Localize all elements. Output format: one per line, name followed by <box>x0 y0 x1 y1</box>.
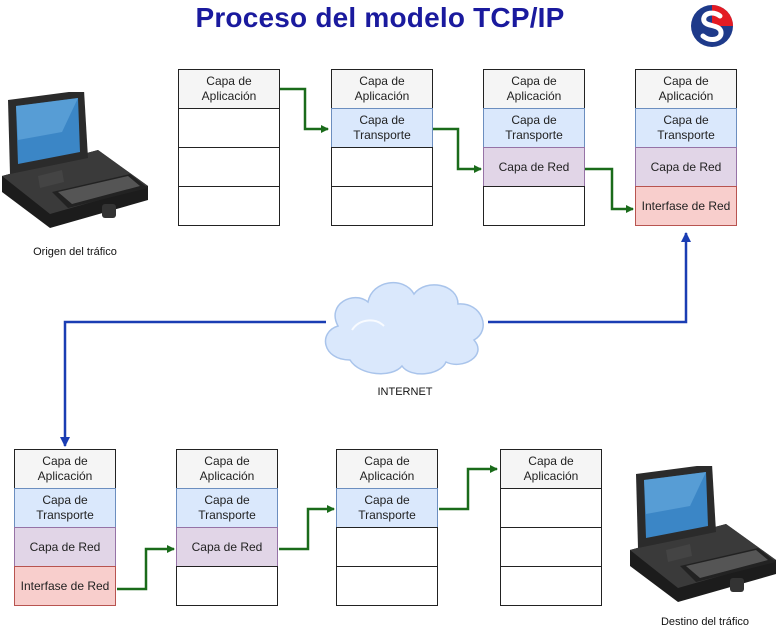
brand-logo <box>691 5 733 47</box>
layer-label-line1: Capa de <box>528 454 574 468</box>
destination-label: Destino del tráfico <box>660 616 750 628</box>
layer-empty <box>500 488 602 528</box>
layer-empty <box>178 186 280 226</box>
layer-network: Capa de Red <box>176 527 278 567</box>
layer-label: Capa de Red <box>191 539 263 554</box>
layer-network-interface: Interfase de Red <box>14 566 116 606</box>
layer-empty <box>336 527 438 567</box>
layer-network: Capa de Red <box>635 147 737 187</box>
layer-label-line1: Capa de <box>204 454 250 468</box>
layer-label-line2: Transporte <box>36 508 94 522</box>
layer-network-interface: Interfase de Red <box>635 186 737 226</box>
arrow-internet-downlink <box>60 320 326 447</box>
destination-computer-icon <box>630 466 776 602</box>
layer-label: Capa de Red <box>498 159 570 174</box>
layer-network: Capa de Red <box>483 147 585 187</box>
arrow-internet-uplink <box>488 232 691 324</box>
logo-s-mark <box>700 10 724 42</box>
arrow-transport-to-network <box>433 127 482 173</box>
layer-label-line2: Aplicación <box>506 89 562 103</box>
origin-computer-icon <box>2 92 148 228</box>
layer-empty <box>178 108 280 148</box>
layer-empty <box>336 566 438 606</box>
layer-empty <box>500 527 602 567</box>
layer-empty <box>178 147 280 187</box>
layer-network: Capa de Red <box>14 527 116 567</box>
layer-empty <box>176 566 278 606</box>
layer-label-line2: Transporte <box>505 128 563 142</box>
layer-label-line2: Aplicación <box>359 469 415 483</box>
logo-circle-red-quadrant <box>712 5 733 26</box>
layer-label-line2: Aplicación <box>201 89 257 103</box>
internet-label: INTERNET <box>377 386 433 398</box>
diagram-title: Proceso del modelo TCP/IP <box>195 2 565 33</box>
layer-label-line1: Capa de <box>511 113 557 127</box>
layer-label-line2: Transporte <box>353 128 411 142</box>
layer-label-line1: Capa de <box>206 74 252 88</box>
arrow-app-to-transport <box>280 87 329 133</box>
layer-label-line2: Aplicación <box>354 89 410 103</box>
layer-label: Interfase de Red <box>641 198 731 213</box>
layer-label-line2: Aplicación <box>658 89 714 103</box>
arrow-network-to-link <box>585 167 634 213</box>
layer-empty <box>483 186 585 226</box>
layer-label-line2: Transporte <box>657 128 715 142</box>
arrow-transport-to-app <box>439 465 498 511</box>
layer-label-line2: Aplicación <box>37 469 93 483</box>
layer-empty <box>331 147 433 187</box>
layer-label-line1: Capa de <box>359 113 405 127</box>
layer-label-line2: Transporte <box>198 508 256 522</box>
layer-label-line1: Capa de <box>663 74 709 88</box>
layer-label-line1: Capa de <box>42 454 88 468</box>
internet-cloud-icon <box>324 281 484 375</box>
layer-label-line2: Aplicación <box>523 469 579 483</box>
layer-label: Interfase de Red <box>20 578 110 593</box>
arrow-network-to-transport <box>279 505 335 551</box>
layer-label-line1: Capa de <box>204 493 250 507</box>
layer-label-line1: Capa de <box>364 454 410 468</box>
layer-label: Capa de Red <box>650 159 722 174</box>
layer-label-line1: Capa de <box>42 493 88 507</box>
layer-label-line1: Capa de <box>663 113 709 127</box>
arrow-link-to-network <box>117 545 175 591</box>
layer-label: Capa de Red <box>29 539 101 554</box>
layer-label-line1: Capa de <box>359 74 405 88</box>
layer-label-line1: Capa de <box>511 74 557 88</box>
layer-empty <box>331 186 433 226</box>
layer-label-line2: Transporte <box>358 508 416 522</box>
layer-label-line1: Capa de <box>364 493 410 507</box>
layer-empty <box>500 566 602 606</box>
origin-label: Origen del tráfico <box>33 246 117 258</box>
layer-label-line2: Aplicación <box>199 469 255 483</box>
